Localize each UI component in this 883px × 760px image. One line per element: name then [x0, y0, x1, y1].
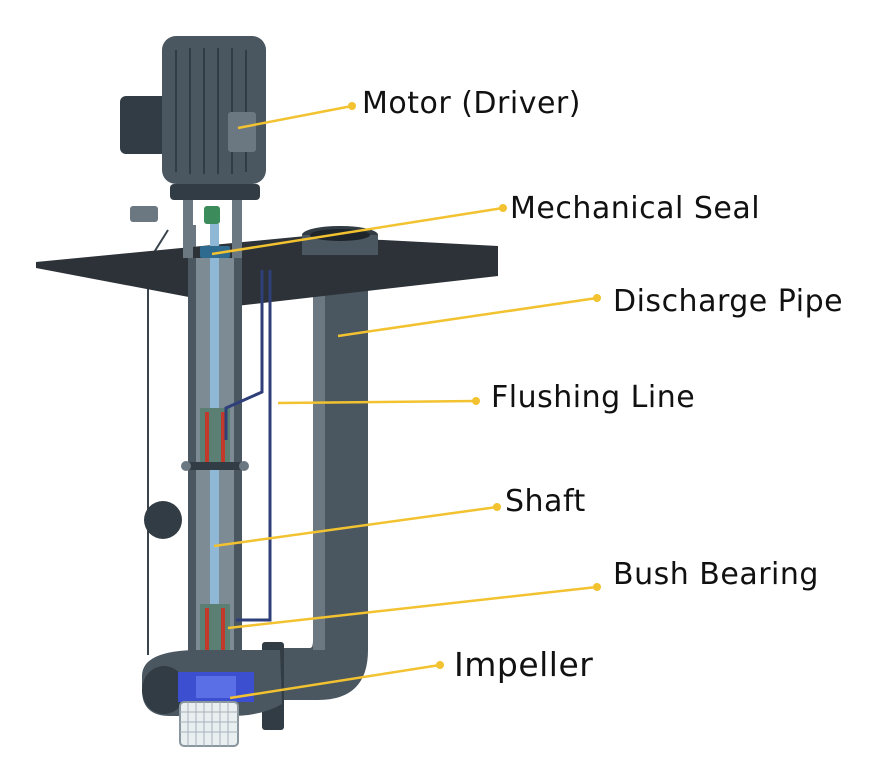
leader-mechanical-seal [211, 206, 504, 256]
label-discharge-pipe: Discharge Pipe [613, 284, 844, 319]
leader-shaft [213, 505, 498, 548]
coupling [204, 206, 220, 224]
leader-impeller [229, 663, 441, 700]
label-shaft: Shaft [505, 484, 586, 519]
float-switch-box [130, 206, 158, 222]
suction-strainer [179, 701, 239, 747]
callout-leaders [211, 102, 601, 700]
leader-discharge-pipe-dot [593, 294, 601, 302]
volute-side [142, 666, 186, 714]
leader-motor [237, 104, 353, 130]
strainer-mesh [180, 702, 238, 746]
motor-nameplate [228, 112, 256, 152]
flushing-line-pipe [224, 270, 264, 440]
mounting-plate [36, 236, 498, 306]
lantern-leg-right [232, 200, 242, 258]
motor-housing [162, 36, 266, 184]
discharge-nozzle [302, 235, 378, 255]
seal-housing [200, 246, 230, 258]
leader-flushing-line [277, 399, 477, 405]
lantern-leg-left [183, 200, 193, 258]
label-flushing-line: Flushing Line [491, 380, 696, 415]
discharge-pipe-highlight [313, 270, 325, 650]
leader-shaft-dot [493, 503, 501, 511]
column-flange [181, 461, 249, 471]
impeller-vanes [196, 676, 236, 698]
motor-cooling-fins [175, 48, 247, 174]
leader-bush-bearing-dot [593, 583, 601, 591]
level-float-ball [144, 501, 182, 539]
leader-mechanical-seal-dot [499, 204, 507, 212]
label-impeller: Impeller [454, 645, 594, 684]
leader-flushing-line-dot [472, 397, 480, 405]
leader-motor-dot [348, 102, 356, 110]
label-mechanical-seal: Mechanical Seal [510, 191, 761, 226]
leader-discharge-pipe [337, 296, 598, 338]
pump-illustration [36, 36, 498, 747]
leader-bush-bearing [227, 585, 598, 630]
label-bush-bearing: Bush Bearing [613, 557, 819, 592]
flushing-line-return [236, 270, 272, 622]
motor-base-flange [170, 184, 260, 200]
leader-impeller-dot [436, 661, 444, 669]
label-motor: Motor (Driver) [362, 86, 581, 121]
